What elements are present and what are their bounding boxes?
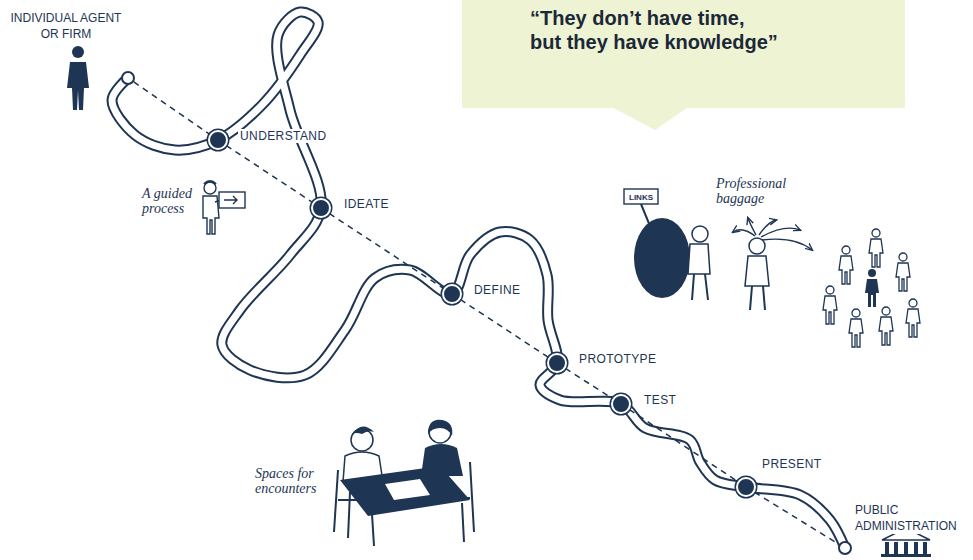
figure-head	[749, 238, 765, 254]
stage-dot: DEFINE	[442, 284, 462, 304]
backpack	[634, 218, 690, 298]
quote-text: “They don’t have time, but they have kno…	[530, 6, 780, 54]
figure-head	[692, 226, 708, 242]
central-figure	[865, 269, 879, 307]
dashed-path-line	[755, 492, 840, 544]
sign-pole	[641, 204, 650, 226]
building-column	[923, 542, 927, 554]
carried-box	[219, 192, 245, 208]
handwritten-note: Professional baggage	[716, 176, 811, 206]
link-arrow	[748, 218, 756, 235]
table-leg	[348, 492, 350, 538]
link-arrow	[761, 228, 800, 237]
small-figure	[879, 307, 893, 345]
link-arrow	[762, 239, 812, 250]
small-figure	[869, 229, 883, 267]
guide-figure	[203, 181, 245, 234]
connected-figure	[733, 218, 812, 310]
stage-dot: TEST	[611, 394, 631, 414]
building-column	[904, 542, 908, 554]
paper-sheet	[385, 479, 430, 500]
figure-hair	[204, 181, 216, 184]
endpoint-circle: INDIVIDUAL AGENT OR FIRM	[121, 71, 135, 85]
callout-tail-shape	[612, 107, 688, 130]
link-arrow	[733, 230, 755, 236]
sign-text: LINKS	[629, 193, 653, 202]
table-leg	[462, 503, 464, 542]
small-figure	[839, 246, 853, 284]
table-top	[340, 466, 470, 516]
stage-label: IDEATE	[342, 197, 391, 211]
figure-body	[745, 256, 769, 286]
figure-legs	[750, 286, 765, 310]
links-sign	[624, 189, 658, 204]
small-figure	[906, 299, 920, 337]
box-arrow	[224, 196, 237, 204]
person-hair	[352, 426, 374, 434]
dashed-path-line	[629, 410, 737, 482]
stage-dot: PROTOTYPE	[547, 353, 567, 373]
building-column	[914, 542, 918, 554]
building-column	[885, 542, 889, 554]
dashed-path-line	[134, 82, 210, 134]
backpacker-figure	[624, 189, 710, 300]
small-figure	[896, 253, 910, 291]
callout-tail	[462, 108, 702, 134]
handwritten-note: A guided process	[142, 186, 202, 216]
stage-label: PUBLIC ADMINISTRATION	[854, 502, 968, 534]
dashed-path-line	[460, 299, 548, 357]
figure-body	[688, 244, 710, 274]
figure-legs	[692, 274, 708, 300]
dashed-path-line	[226, 146, 312, 203]
figure-head	[72, 46, 84, 58]
stage-label: PROTOTYPE	[577, 352, 658, 366]
dashed-path-line	[565, 368, 612, 398]
handwritten-note: Spaces for encounters	[255, 466, 325, 496]
meeting-scene	[334, 420, 474, 546]
building-column	[894, 542, 898, 554]
small-figure	[849, 309, 863, 347]
stage-label: PRESENT	[760, 457, 823, 471]
quote-callout: “They don’t have time, but they have kno…	[462, 0, 905, 108]
stage-label: TEST	[642, 393, 678, 407]
figure-body	[67, 62, 89, 110]
agent-figure	[67, 46, 89, 110]
table-leg	[372, 514, 374, 546]
small-figure	[823, 286, 837, 324]
stage-label: UNDERSTAND	[238, 129, 328, 143]
stage-dot: UNDERSTAND	[208, 130, 228, 150]
building-base	[881, 554, 931, 557]
dashed-path-line	[329, 213, 443, 288]
stage-label: DEFINE	[472, 283, 522, 297]
endpoint-circle: PUBLIC ADMINISTRATION	[838, 541, 852, 555]
person-hair	[428, 420, 452, 436]
link-arrow	[759, 220, 776, 235]
stage-dot: IDEATE	[311, 198, 331, 218]
people-group	[823, 229, 920, 347]
figure-head	[204, 182, 216, 194]
stage-label: INDIVIDUAL AGENT OR FIRM	[5, 10, 127, 42]
stage-dot: PRESENT	[736, 477, 756, 497]
